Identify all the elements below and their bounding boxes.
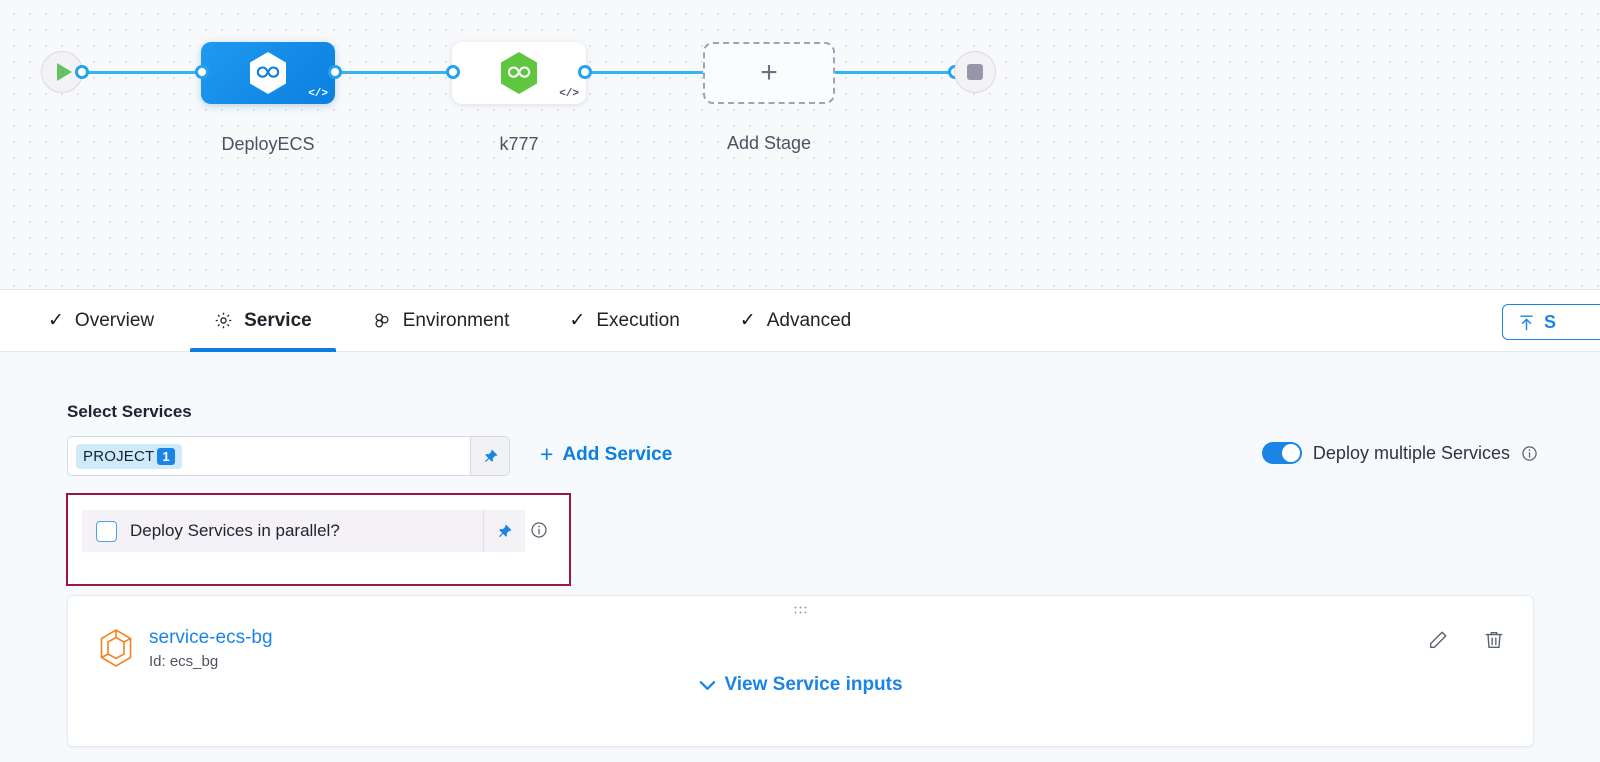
connector-dot-k777-out[interactable] xyxy=(578,65,592,79)
chevron-down-icon xyxy=(698,680,715,691)
harness-hexagon-icon xyxy=(248,51,288,95)
plus-icon: + xyxy=(760,56,778,89)
select-services-label: Select Services xyxy=(67,402,192,421)
service-card[interactable]: service-ecs-bg Id: ecs_bg View Service i… xyxy=(67,595,1534,747)
connector-dot-deployecs-out[interactable] xyxy=(328,65,342,79)
info-icon[interactable] xyxy=(1521,445,1538,462)
pencil-icon[interactable] xyxy=(1427,629,1449,651)
edge-addstage-to-end xyxy=(832,71,960,74)
stage-code-badge[interactable]: </> xyxy=(308,88,328,100)
service-selector-pin-button[interactable] xyxy=(470,436,510,476)
service-selector[interactable]: PROJECT 1 xyxy=(67,436,510,476)
deploy-multiple-services-label: Deploy multiple Services xyxy=(1312,442,1510,463)
tab-label: Environment xyxy=(402,309,510,331)
edge-k777-to-addstage xyxy=(584,71,706,74)
infrastructure-icon xyxy=(372,311,392,330)
info-icon[interactable] xyxy=(530,521,548,539)
deploy-multiple-services-toggle[interactable] xyxy=(1261,442,1302,464)
scope-chip-label: PROJECT xyxy=(83,447,155,465)
view-service-inputs-button[interactable]: View Service inputs xyxy=(698,674,903,696)
add-service-label: Add Service xyxy=(562,443,673,465)
upload-arrow-icon xyxy=(1517,313,1536,332)
plus-icon: + xyxy=(540,441,554,467)
pin-icon xyxy=(496,523,513,540)
add-stage-button[interactable]: + xyxy=(703,42,835,104)
service-panel: Select Services PROJECT 1 + Add Service … xyxy=(0,352,1600,762)
trash-icon[interactable] xyxy=(1483,629,1505,651)
deploy-parallel-row[interactable]: Deploy Services in parallel? xyxy=(82,510,525,552)
check-icon: ✓ xyxy=(569,310,586,331)
tab-label: Advanced xyxy=(766,309,852,331)
connector-dot-k777-in[interactable] xyxy=(446,65,460,79)
gear-icon xyxy=(214,311,233,330)
save-button[interactable]: S xyxy=(1502,304,1600,340)
edge-deployecs-to-k777 xyxy=(334,71,458,74)
scope-chip[interactable]: PROJECT 1 xyxy=(76,443,182,469)
tab-label: Service xyxy=(244,309,312,331)
pipeline-end-node[interactable] xyxy=(954,51,996,93)
edge-start-to-deployecs xyxy=(88,71,206,74)
check-icon: ✓ xyxy=(48,310,64,331)
service-name-link[interactable]: service-ecs-bg xyxy=(149,627,273,648)
stage-node-deployecs[interactable]: </> xyxy=(201,42,335,104)
scope-chip-count: 1 xyxy=(157,447,175,465)
connector-dot-deployecs-in[interactable] xyxy=(195,65,209,79)
stage-node-k777[interactable]: </> xyxy=(452,42,586,104)
connector-dot-start[interactable] xyxy=(75,65,89,79)
stage-code-badge[interactable]: </> xyxy=(559,88,579,100)
service-card-actions xyxy=(1427,629,1505,651)
service-id-text: Id: ecs_bg xyxy=(149,652,219,670)
tab-overview[interactable]: ✓ Overview xyxy=(24,290,178,351)
stage-label-deployecs: DeployECS xyxy=(221,134,315,154)
tab-label: Execution xyxy=(596,309,680,331)
pipeline-canvas[interactable]: </> DeployECS </> k777 + Add Stage xyxy=(0,0,1600,290)
deploy-parallel-checkbox[interactable] xyxy=(96,520,117,542)
tab-environment[interactable]: Environment xyxy=(348,290,534,351)
stage-label-k777: k777 xyxy=(499,134,539,154)
view-service-inputs-label: View Service inputs xyxy=(724,674,903,695)
tab-execution[interactable]: ✓ Execution xyxy=(545,290,703,351)
tab-label: Overview xyxy=(74,309,155,331)
pin-icon xyxy=(482,448,499,465)
service-hexagon-icon xyxy=(98,628,134,668)
save-button-label: S xyxy=(1544,311,1557,332)
harness-hexagon-icon xyxy=(499,51,539,95)
play-icon xyxy=(56,63,72,81)
deploy-parallel-field[interactable]: Deploy Services in parallel? xyxy=(82,510,483,552)
deploy-parallel-pin-button[interactable] xyxy=(483,510,525,552)
add-service-button[interactable]: + Add Service xyxy=(540,443,672,466)
service-selector-input[interactable]: PROJECT 1 xyxy=(67,436,470,476)
drag-dots-icon[interactable] xyxy=(792,605,809,614)
tab-service[interactable]: Service xyxy=(190,290,336,352)
deploy-parallel-highlight: Deploy Services in parallel? xyxy=(66,493,571,586)
service-identity: service-ecs-bg Id: ecs_bg xyxy=(98,626,273,670)
deploy-parallel-label: Deploy Services in parallel? xyxy=(130,521,340,540)
stage-tab-bar: ✓ Overview Service Environment ✓ Executi… xyxy=(0,290,1600,352)
toggle-knob xyxy=(1281,444,1300,462)
check-icon: ✓ xyxy=(739,310,756,331)
stop-icon xyxy=(967,64,983,80)
add-stage-label: Add Stage xyxy=(726,133,812,153)
deploy-multiple-services-row[interactable]: Deploy multiple Services xyxy=(1261,442,1538,464)
tab-advanced[interactable]: ✓ Advanced xyxy=(716,290,875,351)
